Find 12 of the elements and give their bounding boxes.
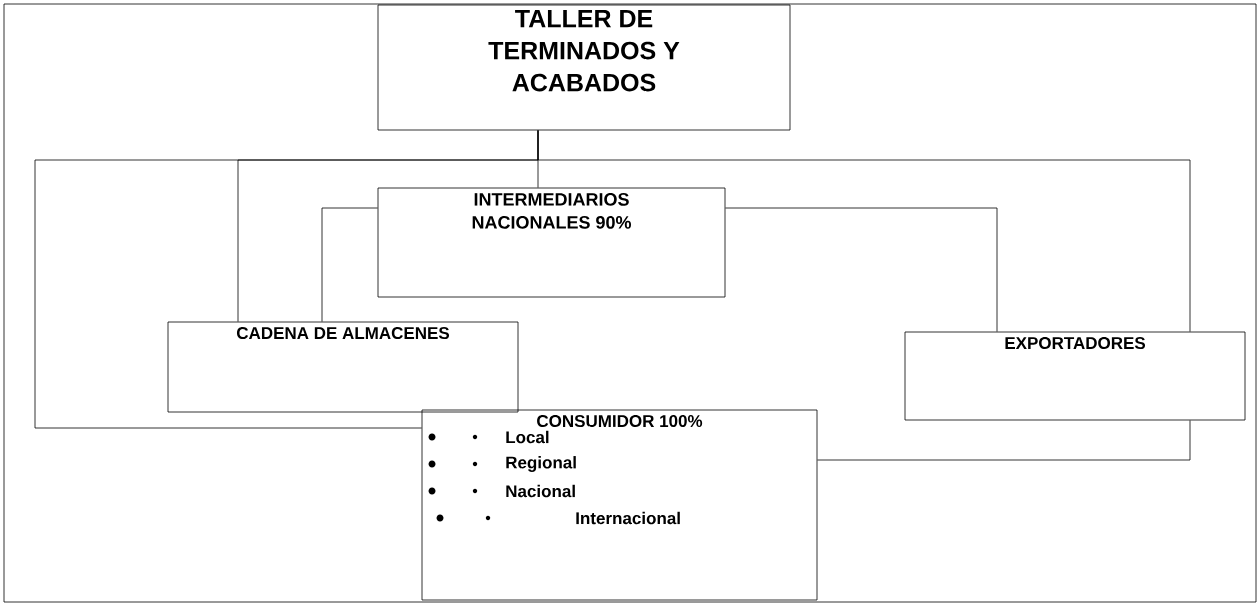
list-item: Internacional xyxy=(576,511,680,525)
list-item: Local xyxy=(506,430,549,444)
process-box: CADENA DE ALMACENES xyxy=(167,321,519,413)
process-box: TALLER DE TERMINADOS Y ACABADOS xyxy=(377,4,791,131)
process-box: EXPORTADORES xyxy=(904,331,1246,421)
list-item: Regional xyxy=(506,456,576,472)
connector-line xyxy=(725,207,998,332)
connector-line xyxy=(817,420,1191,461)
list-item: Nacional xyxy=(506,484,575,498)
connector-line xyxy=(34,130,539,429)
process-box: INTERMEDIARIOS NACIONALES 90% xyxy=(377,187,726,298)
connector-line xyxy=(321,207,378,322)
